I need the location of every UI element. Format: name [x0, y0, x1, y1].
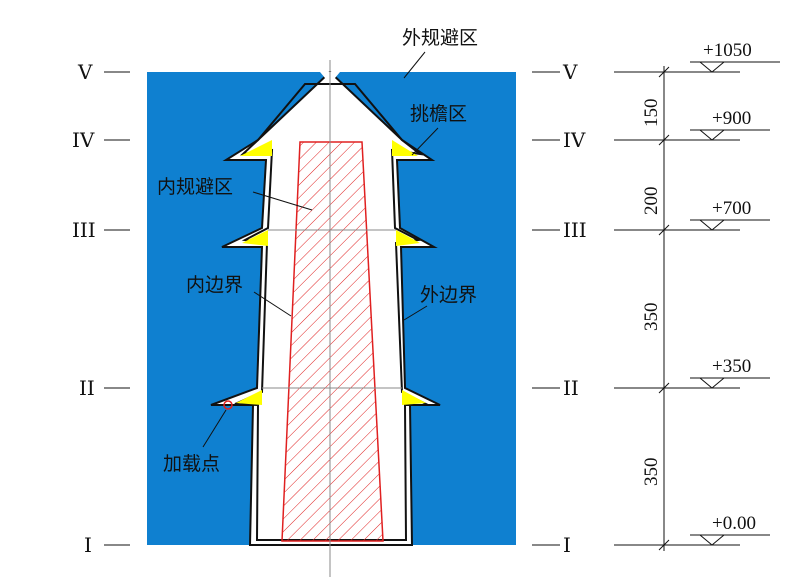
level-label-i-right: I — [563, 533, 571, 557]
inner-avoid-zone-leader — [252, 191, 313, 211]
loading-point-label: 加载点 — [163, 453, 220, 475]
inner-boundary-label: 内边界 — [186, 274, 243, 296]
elevation-label-0: +0.00 — [712, 513, 756, 534]
level-label-iii-right: III — [563, 218, 587, 242]
segment-dim-350-lower: 350 — [641, 458, 662, 487]
elevation-label-1050: +1050 — [703, 40, 752, 61]
outer-boundary-label: 外边界 — [420, 284, 477, 306]
segment-dim-350-upper: 350 — [641, 303, 662, 332]
outer-boundary-leader — [403, 305, 428, 321]
level-label-v-left: V — [77, 60, 93, 84]
level-label-i-left: I — [84, 533, 92, 557]
eave-zone-left-iv — [240, 140, 272, 156]
elevation-label-900: +900 — [712, 108, 751, 129]
segment-dim-200: 200 — [641, 187, 662, 216]
eave-zone-label: 挑檐区 — [410, 103, 467, 125]
eave-zone-right-iv — [392, 140, 418, 156]
elevation-markers — [690, 61, 780, 546]
eave-zone-right-iii — [396, 230, 420, 246]
left-level-markers — [104, 71, 130, 546]
elevation-label-350: +350 — [712, 356, 751, 377]
eave-zone-left-iii — [242, 230, 268, 246]
elevation-label-700: +700 — [712, 198, 751, 219]
level-label-iv-left: IV — [72, 128, 95, 152]
inner-boundary-leader — [253, 291, 292, 317]
level-label-v-right: V — [562, 60, 578, 84]
level-label-ii-left: II — [79, 376, 95, 400]
level-label-iii-left: III — [72, 218, 96, 242]
eave-zone-right-ii — [402, 390, 426, 405]
eave-zone-leader — [411, 127, 439, 156]
right-level-markers — [532, 71, 560, 546]
inner-avoid-zone-label: 内规避区 — [157, 176, 233, 198]
inner-avoid-zone-area — [281, 141, 384, 542]
outer-avoid-zone-label: 外规避区 — [402, 27, 478, 49]
loading-point-leader — [202, 409, 227, 448]
eave-zone-left-ii — [236, 390, 262, 405]
level-label-ii-right: II — [563, 376, 579, 400]
level-label-iv-right: IV — [563, 128, 586, 152]
loading-point-marker — [223, 400, 233, 410]
dimension-ticks — [614, 66, 740, 551]
outer-avoid-zone-leader — [403, 51, 426, 79]
segment-dim-150: 150 — [641, 99, 662, 128]
